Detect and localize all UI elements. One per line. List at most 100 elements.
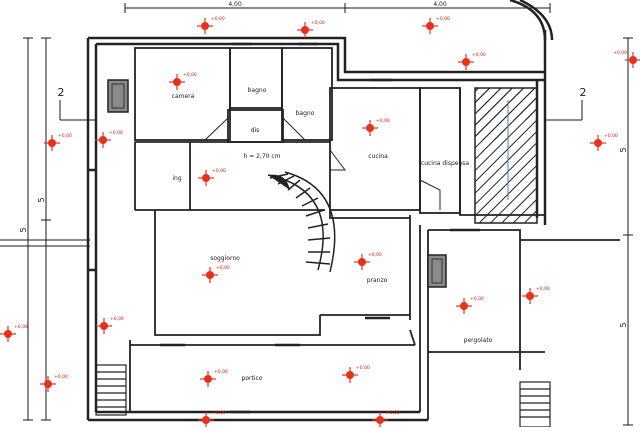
elevation-marker-dot	[48, 139, 56, 147]
elevation-marker-dot	[202, 416, 210, 424]
elevation-marker-dot	[594, 139, 602, 147]
elevation-marker: +0,00	[590, 133, 618, 151]
section-label-left: 2	[58, 86, 65, 99]
dimension-left-inner: 5	[37, 197, 46, 202]
elevation-marker-dot	[426, 22, 434, 30]
elevation-marker-dot	[201, 22, 209, 30]
elevation-label: +0,00	[54, 374, 68, 380]
elevation-label: +0,00	[109, 130, 123, 136]
elevation-marker: +0,00	[613, 50, 640, 68]
elevation-marker: +0,00	[40, 374, 68, 392]
room-label-pergolato: pergolato	[464, 337, 493, 344]
elevation-marker-dot	[346, 371, 354, 379]
elevation-marker-dot	[301, 26, 309, 34]
elevation-label: +0,00	[386, 410, 400, 416]
elevation-marker-dot	[358, 258, 366, 266]
elevation-marker-dot	[376, 416, 384, 424]
room-label-bagno: bagno	[248, 87, 267, 94]
room-label-portico: portico	[242, 375, 263, 382]
elevation-label: +0,00	[376, 118, 390, 124]
elevation-marker-dot	[44, 380, 52, 388]
elevation-label: +0,00	[436, 16, 450, 22]
dimension-top-2: 4,00	[433, 1, 447, 8]
room-label-height: h = 2,70 cm	[243, 153, 280, 160]
room-label-camera: camera	[172, 93, 195, 100]
dimension-lines	[0, 3, 633, 426]
elevation-marker: +0,00	[95, 130, 123, 148]
elevation-label: +0,00	[214, 369, 228, 375]
fireplace-top-left	[107, 79, 129, 113]
elevation-marker-dot	[4, 330, 12, 338]
elevation-marker-dot	[202, 174, 210, 182]
elevation-label: +0,00	[110, 316, 124, 322]
elevation-marker: +0,00	[0, 324, 28, 342]
elevation-marker: +0,00	[44, 133, 72, 151]
elevation-label: +0,00	[216, 265, 230, 271]
elevation-marker: +0,00	[200, 369, 228, 387]
elevation-marker-dot	[629, 56, 637, 64]
elevation-marker-dot	[173, 78, 181, 86]
room-label-soggiorno: soggiorno	[210, 255, 240, 262]
elevation-label: +0,00	[356, 365, 370, 371]
curved-staircase	[267, 171, 336, 273]
elevation-marker-dot	[206, 271, 214, 279]
elevation-label: +0,00	[470, 296, 484, 302]
elevation-marker: +0,00	[342, 365, 370, 383]
elevation-label: +0,00	[211, 16, 225, 22]
elevation-marker-dot	[460, 302, 468, 310]
room-label-dis: dis	[251, 127, 260, 134]
elevation-marker: +0,00	[297, 20, 325, 38]
elevation-marker: +0,00	[198, 410, 226, 428]
elevation-marker: +0,00	[202, 265, 230, 283]
dimension-top-1: 4,00	[228, 1, 242, 8]
elevation-marker: +0,00	[197, 16, 225, 34]
exterior-stairs-left	[95, 364, 127, 416]
dimension-left-outer: 5	[19, 227, 28, 232]
elevation-label: +0,00	[212, 168, 226, 174]
section-label-right: 2	[580, 86, 587, 99]
elevation-label: +0,00	[472, 52, 486, 58]
elevation-label: +0,00	[58, 133, 72, 139]
elevation-label: +0,00	[212, 410, 226, 416]
window-marks	[88, 42, 480, 414]
elevation-label: +0,00	[536, 286, 550, 292]
elevation-marker: +0,00	[522, 286, 550, 304]
elevation-marker: +0,00	[458, 52, 486, 70]
elevation-markers: +0,00 +0,00 +0,00 +0,00 +0,00 +0,00 +0,00 +0,00…	[0, 16, 640, 428]
elevation-marker: +0,00	[422, 16, 450, 34]
elevation-marker: +0,00	[354, 252, 382, 270]
elevation-label: +0,00	[613, 50, 627, 56]
elevation-marker-dot	[204, 375, 212, 383]
dimension-right-top: 5	[619, 147, 628, 152]
fireplace-right	[427, 254, 447, 288]
section-marks	[59, 100, 583, 121]
elevation-marker-dot	[366, 124, 374, 132]
dimension-right-bottom: 5	[619, 322, 628, 327]
exterior-stairs-right	[519, 381, 551, 428]
room-labels: camera bagno bagno dis h = 2,70 cm cucin…	[172, 87, 493, 382]
elevation-marker: +0,00	[96, 316, 124, 334]
door-swings	[203, 116, 441, 210]
elevation-marker: +0,00	[456, 296, 484, 314]
elevation-label: +0,00	[604, 133, 618, 139]
elevation-marker-dot	[462, 58, 470, 66]
elevation-label: +0,00	[311, 20, 325, 26]
room-label-ing: ing	[172, 175, 181, 182]
elevation-label: +0,00	[14, 324, 28, 330]
room-label-cucina-dispensa: cucina dispensa	[421, 160, 469, 167]
elevation-marker-dot	[526, 292, 534, 300]
room-label-bagno-2: bagno	[296, 110, 315, 117]
elevation-marker: +0,00	[372, 410, 400, 428]
elevation-marker-dot	[100, 322, 108, 330]
room-label-cucina: cucina	[368, 153, 388, 160]
interior-walls	[129, 47, 620, 420]
elevation-marker: +0,00	[169, 72, 197, 90]
elevation-marker-dot	[99, 136, 107, 144]
elevation-label: +0,00	[368, 252, 382, 258]
elevation-marker: +0,00	[198, 168, 226, 186]
elevation-label: +0,00	[183, 72, 197, 78]
room-label-pranzo: pranzo	[367, 277, 388, 284]
elevation-marker: +0,00	[362, 118, 390, 136]
